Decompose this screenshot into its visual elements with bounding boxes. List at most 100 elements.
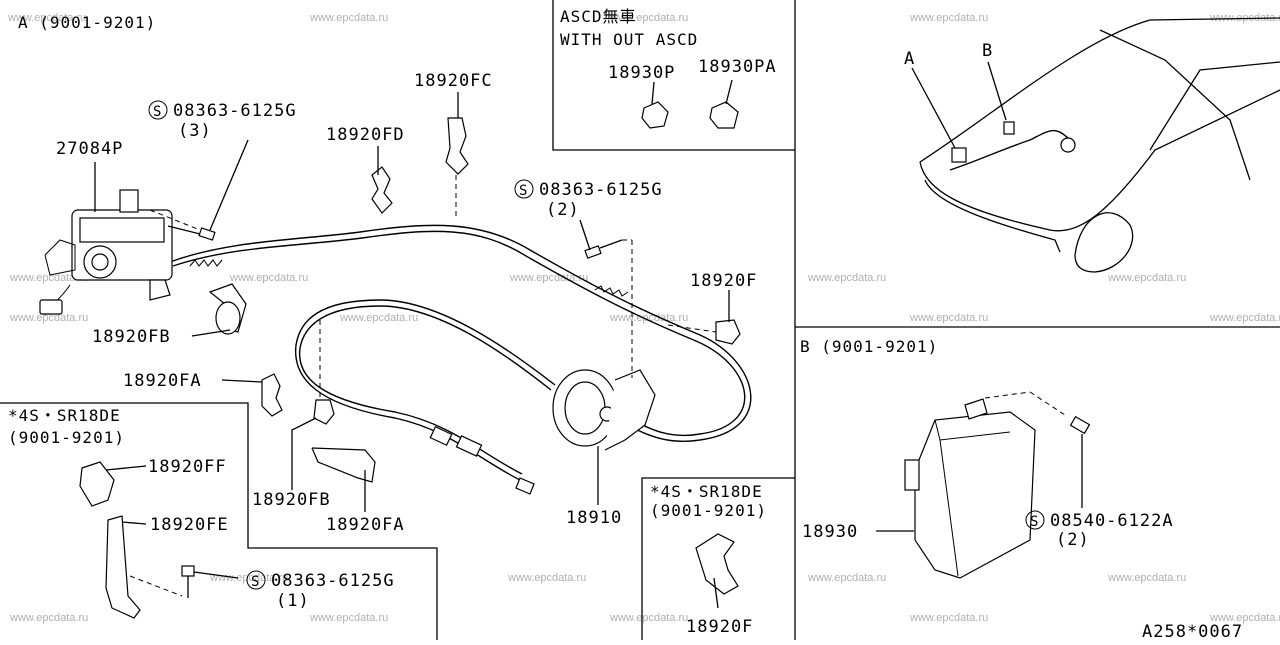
watermark: www.epcdata.ru — [807, 572, 886, 584]
watermark: www.epcdata.ru — [9, 272, 88, 284]
watermark: www.epcdata.ru — [609, 312, 688, 324]
watermark: www.epcdata.ru — [339, 312, 418, 324]
label-18920f-lower: 18920F — [686, 617, 753, 637]
clip-18920fc — [445, 117, 469, 175]
label-08363-6125g-c: 08363-6125G — [271, 571, 395, 591]
s-markers: S S S S — [148, 100, 1045, 590]
label-08363-6125g-b: 08363-6125G — [539, 180, 663, 200]
label-18930p: 18930P — [608, 63, 675, 83]
plug-18930p — [641, 101, 669, 129]
car-hood-top — [919, 17, 1280, 163]
throttle-cable-drum — [552, 240, 656, 451]
control-unit-18930 — [914, 411, 1036, 579]
clip-18920fd — [371, 166, 393, 214]
bolt-08363-c — [181, 565, 195, 577]
drum-bracket — [604, 369, 656, 451]
leader — [193, 571, 239, 579]
watermark: www.epcdata.ru — [509, 272, 588, 284]
car-cable-route — [949, 129, 1071, 171]
watermarks: www.epcdata.ru www.epcdata.ru www.epcdat… — [7, 12, 1280, 624]
clip-18920fb-lower — [313, 399, 335, 425]
label-18920fb-lower: 18920FB — [252, 490, 331, 510]
watermark: www.epcdata.ru — [229, 272, 308, 284]
leader — [209, 139, 249, 231]
cable-end-fitting — [515, 477, 535, 495]
watermark: www.epcdata.ru — [1209, 312, 1280, 324]
watermark: www.epcdata.ru — [909, 612, 988, 624]
ascd-plugs — [641, 101, 739, 129]
control-unit-detail — [904, 391, 1091, 579]
cable-boot-ribs — [189, 259, 223, 267]
car-wheel — [1074, 212, 1134, 273]
label-18920fe: 18920FE — [150, 515, 229, 535]
label-27084p: 27084P — [56, 139, 123, 159]
sr18de-right-title: *4S・SR18DE — [650, 482, 763, 501]
bolt-08540 — [1069, 415, 1091, 435]
s-circle-icon — [1025, 510, 1045, 530]
plug-18930pa — [709, 101, 739, 129]
leader-b — [987, 61, 1007, 121]
leader-a — [911, 67, 956, 149]
bolts — [149, 209, 632, 259]
ascd-inset-title: ASCD無車 — [560, 7, 637, 26]
leader — [713, 577, 719, 609]
clip-18920f-lower — [695, 533, 739, 595]
unit-marker-b — [1003, 121, 1015, 135]
watermark: www.epcdata.ru — [909, 312, 988, 324]
control-unit-connector — [904, 459, 920, 491]
ascd-inset-subtitle: WITH OUT ASCD — [560, 30, 698, 49]
label-18920fa-lower: 18920FA — [326, 515, 405, 535]
clip-18920fa — [261, 373, 283, 417]
sr18de-left-frame — [0, 402, 438, 640]
s-circle-icon — [514, 179, 534, 199]
leader-dashed — [667, 324, 717, 333]
watermark: www.epcdata.ru — [1107, 572, 1186, 584]
label-18920fb: 18920FB — [92, 327, 171, 347]
diagram-code: A258*0067 — [1142, 622, 1243, 640]
leader — [221, 379, 263, 383]
label-18920fd: 18920FD — [326, 125, 405, 145]
leader — [121, 521, 147, 525]
watermark: www.epcdata.ru — [309, 12, 388, 24]
control-cable-upper-inner — [172, 230, 746, 437]
watermark: www.epcdata.ru — [9, 312, 88, 324]
clips — [208, 117, 741, 483]
s-mark: S — [519, 183, 527, 199]
control-unit-edge — [939, 439, 959, 577]
watermark: www.epcdata.ru — [209, 572, 288, 584]
leader — [725, 79, 733, 105]
leader-dashed — [984, 391, 1031, 399]
clip-18920ff — [79, 461, 115, 507]
label-leaders — [94, 79, 1083, 609]
leader — [105, 465, 147, 471]
label-18920ff: 18920FF — [148, 457, 227, 477]
s-mark: S — [153, 104, 161, 120]
car-bumper — [924, 179, 1061, 253]
ascd-inset-frame — [552, 0, 795, 151]
watermark: www.epcdata.ru — [1107, 272, 1186, 284]
leader-dashed — [129, 575, 183, 597]
sr18de-right-subtitle: (9001-9201) — [650, 501, 767, 520]
drum-inner — [564, 381, 606, 435]
bolt-08363-b — [584, 239, 623, 259]
car-windshield — [1099, 29, 1251, 181]
sr18de-left-subtitle: (9001-9201) — [8, 428, 125, 447]
bracket-18920fa — [311, 447, 376, 483]
actuator-marker-a — [951, 147, 967, 163]
control-cable-lower-inner — [298, 305, 552, 475]
watermark: www.epcdata.ru — [609, 12, 688, 24]
cable-adjuster — [429, 425, 453, 447]
watermark: www.epcdata.ru — [909, 12, 988, 24]
actuator-bracket — [119, 189, 139, 213]
leader — [651, 81, 655, 105]
label-18930pa: 18930PA — [698, 57, 777, 77]
watermark: www.epcdata.ru — [7, 12, 86, 24]
leader — [579, 219, 591, 251]
label-18920fa: 18920FA — [123, 371, 202, 391]
s-mark: S — [251, 574, 259, 590]
label-qty-b: (2) — [546, 200, 580, 220]
actuator-mount — [44, 239, 76, 276]
clip-18920f — [715, 319, 741, 345]
actuator-assembly — [39, 189, 173, 316]
